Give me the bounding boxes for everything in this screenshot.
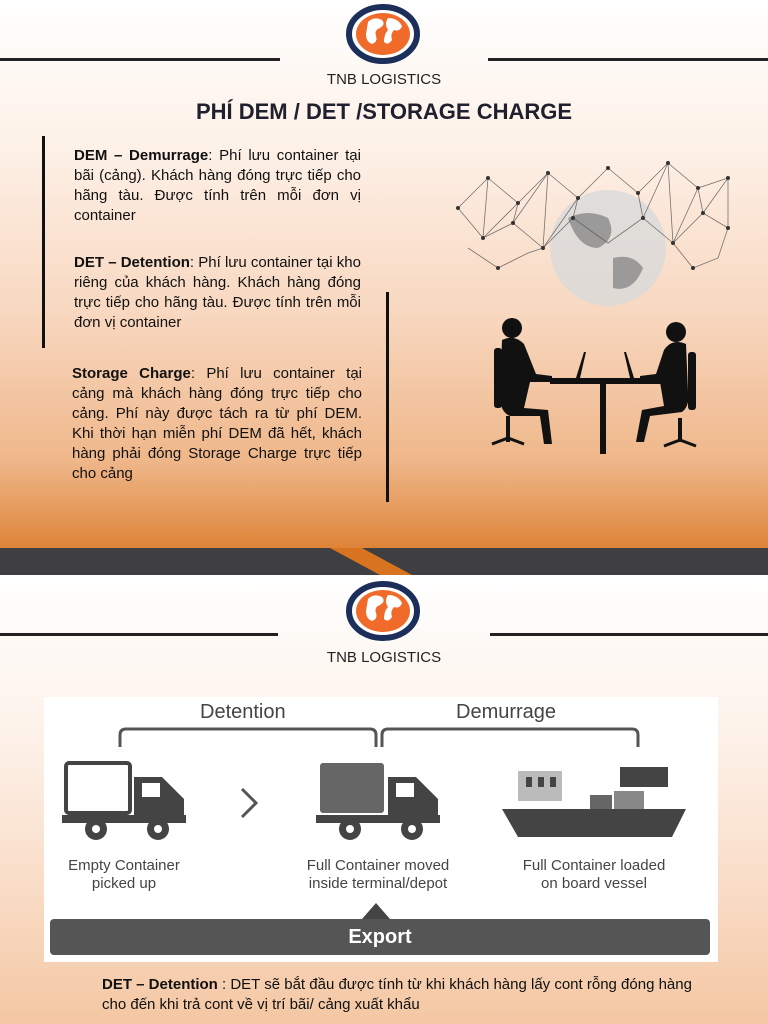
brand-name: TNB LOGISTICS: [326, 649, 442, 666]
business-meeting-icon: [491, 318, 697, 454]
header-rule-right: [488, 58, 768, 61]
detention-label: Detention: [200, 701, 286, 723]
dem-term: DEM – Demurrage: [74, 147, 209, 164]
caption-full-container-loaded: Full Container loaded on board vessel: [504, 857, 684, 893]
brand-name: TNB LOGISTICS: [326, 71, 442, 88]
right-accent-bar: [386, 292, 389, 502]
globe-logo-icon: [346, 4, 420, 64]
caption-moved-line2: inside terminal/depot: [308, 875, 448, 892]
caption-loaded-line1: Full Container loaded: [522, 857, 666, 874]
header-rule-right: [490, 633, 768, 636]
demurrage-label: Demurrage: [456, 701, 557, 723]
export-timeline-diagram: Detention Demurrage: [44, 697, 718, 962]
empty-truck-icon: [62, 761, 186, 840]
caption-empty-container: Empty Container picked up: [34, 857, 214, 893]
network-globe-icon: [456, 161, 730, 306]
det-note: DET – Detention : DET sẽ bắt đầu được tí…: [102, 975, 702, 1015]
footer-accent-stripe: [330, 548, 412, 575]
storage-definition: Storage Charge: Phí lưu container tại cả…: [72, 364, 362, 484]
caption-empty-line2: picked up: [91, 875, 157, 892]
header-rule-left: [0, 633, 278, 636]
caption-empty-line1: Empty Container: [68, 857, 180, 874]
globe-logo-icon: [346, 581, 420, 641]
storage-term: Storage Charge: [72, 365, 191, 382]
caption-full-container-moved: Full Container moved inside terminal/dep…: [288, 857, 468, 893]
det-note-term: DET – Detention: [102, 976, 218, 993]
header-rule-left: [0, 58, 280, 61]
timeline-brackets: [62, 727, 686, 919]
det-text: : Phí lưu container tại kho riêng của kh…: [74, 254, 361, 331]
dem-text: : Phí lưu container tại bãi (cảng). Khác…: [74, 147, 361, 224]
det-term: DET – Detention: [74, 254, 190, 271]
caption-moved-line1: Full Container moved: [306, 857, 450, 874]
det-note-text: : DET sẽ bắt đầu được tính từ khi khách …: [102, 976, 692, 1013]
dem-definition: DEM – Demurrage: Phí lưu container tại b…: [74, 146, 361, 226]
slide-dem-det-storage: TNB LOGISTICS PHÍ DEM / DET /STORAGE CHA…: [0, 0, 768, 575]
caption-loaded-line2: on board vessel: [541, 875, 647, 892]
slide-export-timeline: TNB LOGISTICS Detention Demurrage: [0, 575, 768, 1024]
export-bar: Export: [50, 919, 710, 955]
cargo-ship-icon: [502, 767, 686, 837]
storage-text: : Phí lưu container tại cảng mà khách hà…: [72, 365, 362, 482]
slide-title: PHÍ DEM / DET /STORAGE CHARGE: [195, 99, 573, 124]
full-truck-icon: [316, 763, 440, 840]
left-accent-bar: [42, 136, 45, 348]
det-definition: DET – Detention: Phí lưu container tại k…: [74, 253, 361, 333]
